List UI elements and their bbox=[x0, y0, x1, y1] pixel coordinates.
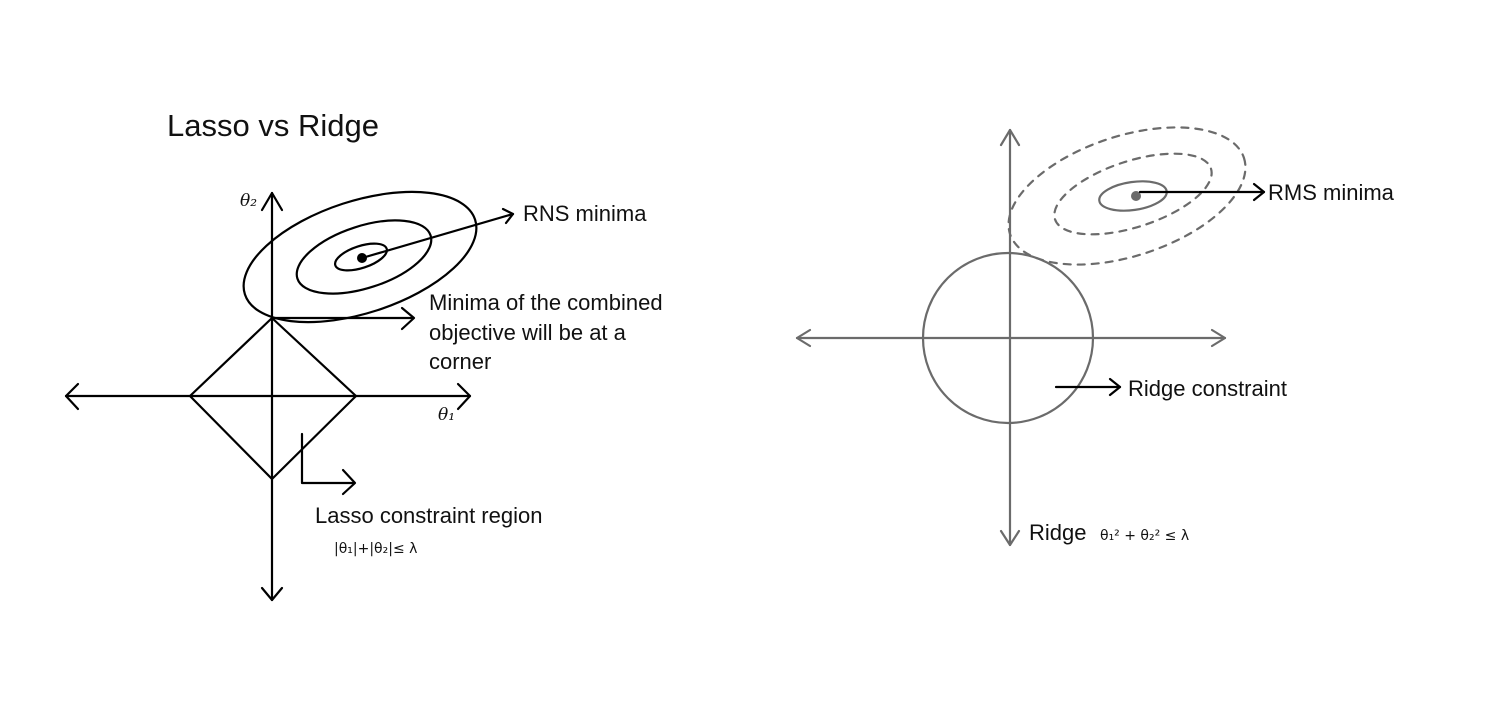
lasso-corner-label-line-3: corner bbox=[429, 349, 491, 374]
ridge-x-axis bbox=[795, 328, 1227, 348]
lasso-minima-label: RNS minima bbox=[523, 201, 647, 226]
ridge-footer-formula: θ₁² + θ₂² ≤ λ bbox=[1100, 528, 1189, 544]
lasso-contours bbox=[242, 190, 478, 324]
lasso-x-axis bbox=[64, 382, 472, 411]
ridge-contours bbox=[1007, 126, 1247, 266]
ridge-footer-label: Ridge bbox=[1029, 520, 1086, 545]
lasso-corner-label-line-2: objective will be at a bbox=[429, 320, 627, 345]
ridge-panel: RMS minima Ridge constraint Ridge θ₁² + … bbox=[795, 126, 1395, 547]
ridge-constraint-arrow bbox=[1054, 377, 1122, 397]
lasso-constraint-arrow bbox=[300, 432, 357, 496]
ridge-minima-label: RMS minima bbox=[1268, 180, 1395, 205]
lasso-constraint-label: Lasso constraint region bbox=[315, 503, 542, 528]
lasso-minima-arrow bbox=[360, 207, 515, 260]
ridge-minima-point bbox=[1131, 191, 1141, 201]
lasso-corner-label-line-1: Minima of the combined bbox=[429, 290, 663, 315]
lasso-panel: Lasso vs Ridge θ₂ θ₁ bbox=[64, 108, 663, 602]
ridge-minima-arrow bbox=[1138, 182, 1266, 202]
diagram-title: Lasso vs Ridge bbox=[167, 108, 379, 143]
lasso-corner-arrow bbox=[270, 306, 416, 331]
ridge-constraint-label: Ridge constraint bbox=[1128, 376, 1287, 401]
ridge-circle bbox=[921, 251, 1095, 425]
lasso-constraint-formula: |θ₁|+|θ₂|≤ λ bbox=[334, 541, 417, 557]
lasso-diamond bbox=[188, 316, 358, 481]
lasso-x-axis-label: θ₁ bbox=[438, 405, 455, 425]
lasso-y-axis-label: θ₂ bbox=[240, 191, 257, 211]
